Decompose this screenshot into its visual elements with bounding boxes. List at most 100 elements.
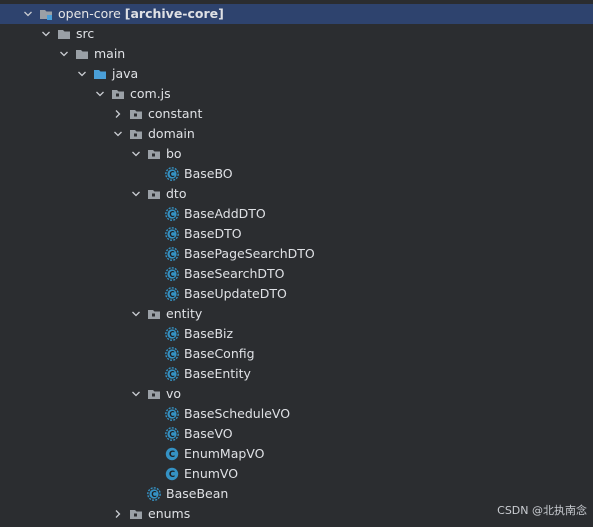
package-icon (129, 127, 143, 141)
chevron-down-icon[interactable] (129, 384, 143, 404)
chevron-down-icon[interactable] (111, 124, 125, 144)
folder-icon (57, 27, 71, 41)
folder-icon (75, 47, 89, 61)
chevron-down-icon[interactable] (75, 64, 89, 84)
tree-node-basedto[interactable]: C BaseDTO (0, 224, 593, 244)
watermark: CSDN @北执南念 (497, 504, 587, 517)
tree-node-label: BaseConfig (184, 346, 255, 361)
abstract-class-icon: C (165, 167, 179, 181)
svg-text:C: C (169, 170, 175, 179)
module-folder-icon (39, 7, 53, 21)
tree-node-entity[interactable]: entity (0, 304, 593, 324)
tree-node-label: BaseBiz (184, 326, 234, 341)
tree-node-constant[interactable]: constant (0, 104, 593, 124)
tree-node-label: BaseBO (184, 166, 233, 181)
abstract-class-icon: C (165, 327, 179, 341)
abstract-class-icon: C (165, 407, 179, 421)
chevron-right-icon[interactable] (111, 104, 125, 124)
tree-node-enums[interactable]: enums (0, 504, 593, 524)
tree-node-label: enums (148, 506, 191, 521)
svg-text:C: C (169, 430, 175, 439)
chevron-down-icon[interactable] (39, 24, 53, 44)
tree-node-label: vo (166, 386, 182, 401)
tree-node-basepagesearchdto[interactable]: C BasePageSearchDTO (0, 244, 593, 264)
abstract-class-icon: C (165, 347, 179, 361)
tree-node-open-core[interactable]: open-core [archive-core] (0, 4, 593, 24)
class-icon: C (165, 447, 179, 461)
abstract-class-icon: C (147, 487, 161, 501)
tree-node-baseschedulevo[interactable]: C BaseScheduleVO (0, 404, 593, 424)
tree-node-label: domain (148, 126, 195, 141)
tree-node-basebean[interactable]: C BaseBean (0, 484, 593, 504)
svg-text:C: C (169, 410, 175, 419)
tree-node-label: BaseAddDTO (184, 206, 266, 221)
chevron-right-icon[interactable] (111, 504, 125, 524)
package-icon (129, 107, 143, 121)
package-icon (147, 307, 161, 321)
tree-node-label: EnumVO (184, 466, 239, 481)
tree-node-label: BaseUpdateDTO (184, 286, 287, 301)
chevron-down-icon[interactable] (93, 84, 107, 104)
tree-node-com-js[interactable]: com.js (0, 84, 593, 104)
tree-node-baseconfig[interactable]: C BaseConfig (0, 344, 593, 364)
tree-node-label: EnumMapVO (184, 446, 265, 461)
tree-node-label: BaseDTO (184, 226, 242, 241)
tree-node-label: constant (148, 106, 203, 121)
tree-node-baseupdatedto[interactable]: C BaseUpdateDTO (0, 284, 593, 304)
chevron-down-icon[interactable] (129, 144, 143, 164)
tree-node-label: BaseScheduleVO (184, 406, 291, 421)
tree-node-java[interactable]: java (0, 64, 593, 84)
tree-node-label: BaseBean (166, 486, 229, 501)
chevron-down-icon[interactable] (129, 184, 143, 204)
chevron-down-icon[interactable] (57, 44, 71, 64)
tree-node-baseadddto[interactable]: C BaseAddDTO (0, 204, 593, 224)
tree-node-label: BasePageSearchDTO (184, 246, 315, 261)
source-folder-icon (93, 67, 107, 81)
package-icon (147, 147, 161, 161)
tree-node-basebiz[interactable]: C BaseBiz (0, 324, 593, 344)
tree-node-bo[interactable]: bo (0, 144, 593, 164)
tree-node-label: src (76, 26, 95, 41)
svg-text:C: C (169, 370, 175, 379)
abstract-class-icon: C (165, 207, 179, 221)
abstract-class-icon: C (165, 227, 179, 241)
tree-node-enumvo[interactable]: C EnumVO (0, 464, 593, 484)
tree-node-label: com.js (130, 86, 171, 101)
package-icon (147, 387, 161, 401)
tree-node-label: dto (166, 186, 187, 201)
project-tree: open-core [archive-core] src main java com.j… (0, 4, 593, 524)
module-name-label: [archive-core] (124, 6, 224, 21)
tree-node-baseentity[interactable]: C BaseEntity (0, 364, 593, 384)
package-icon (129, 507, 143, 521)
package-icon (147, 187, 161, 201)
abstract-class-icon: C (165, 247, 179, 261)
tree-node-main[interactable]: main (0, 44, 593, 64)
tree-node-vo[interactable]: vo (0, 384, 593, 404)
svg-text:C: C (151, 490, 157, 499)
tree-node-dto[interactable]: dto (0, 184, 593, 204)
tree-node-label: java (112, 66, 139, 81)
svg-text:C: C (169, 350, 175, 359)
svg-text:C: C (169, 330, 175, 339)
svg-text:C: C (169, 470, 175, 480)
abstract-class-icon: C (165, 427, 179, 441)
tree-node-src[interactable]: src (0, 24, 593, 44)
tree-node-label: open-core [archive-core] (58, 6, 224, 21)
svg-text:C: C (169, 290, 175, 299)
chevron-down-icon[interactable] (129, 304, 143, 324)
tree-node-domain[interactable]: domain (0, 124, 593, 144)
tree-node-enummapvo[interactable]: C EnumMapVO (0, 444, 593, 464)
package-icon (111, 87, 125, 101)
svg-text:C: C (169, 230, 175, 239)
tree-node-label: entity (166, 306, 203, 321)
tree-node-label: BaseEntity (184, 366, 251, 381)
chevron-down-icon[interactable] (21, 4, 35, 24)
tree-node-label: bo (166, 146, 182, 161)
tree-node-basebo[interactable]: C BaseBO (0, 164, 593, 184)
tree-node-label: BaseSearchDTO (184, 266, 285, 281)
class-icon: C (165, 467, 179, 481)
svg-text:C: C (169, 450, 175, 460)
svg-text:C: C (169, 250, 175, 259)
